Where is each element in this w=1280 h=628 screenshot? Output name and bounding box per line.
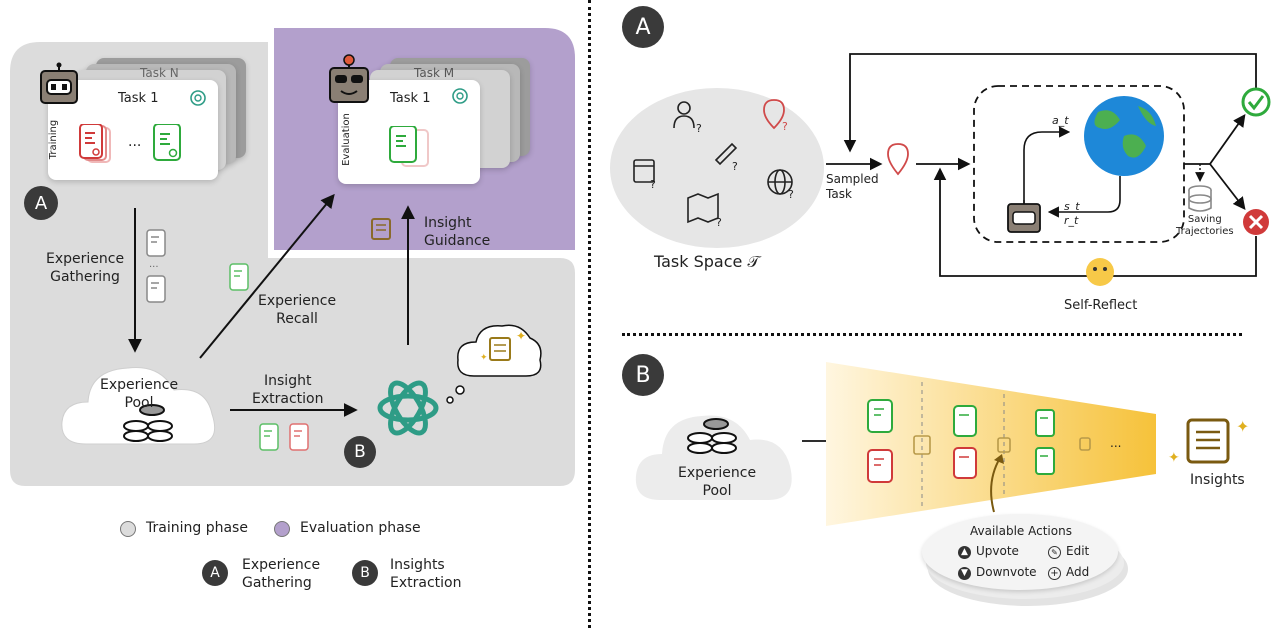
experience-gathering-label: Experience Gathering: [46, 251, 125, 285]
task-space-ellipse: [610, 88, 824, 248]
training-phase-label: Training phase: [146, 520, 248, 536]
experience-pool-right-label: Experience Pool: [678, 465, 757, 499]
failed-trajectory-icon: [79, 124, 111, 163]
svg-text:···: ···: [149, 262, 159, 273]
horizontal-divider: [622, 333, 1242, 336]
task-space-icons: ? ? ? ? ? ?: [633, 99, 794, 229]
robot-sunglasses-icon: [329, 54, 369, 103]
add-label: Add: [1066, 565, 1090, 579]
funnel-ellipsis: ...: [1110, 436, 1122, 450]
insights-label: Insights: [1190, 472, 1245, 488]
pencil-icon: ✎: [1048, 546, 1061, 559]
gathering-trajectories-icon: ···: [146, 229, 166, 303]
training-ellipsis: ···: [128, 138, 142, 154]
svg-text:?: ?: [788, 188, 794, 201]
available-actions-title: Available Actions: [970, 524, 1072, 538]
edit-label: Edit: [1066, 544, 1090, 558]
svg-text:✦: ✦: [480, 353, 488, 363]
downvote-label: Downvote: [976, 565, 1037, 579]
training-task-title: Task 1: [118, 91, 159, 106]
action-label: a_t: [1052, 114, 1069, 127]
legend-badge-a: A: [202, 560, 228, 586]
experience-recall-label: Experience Recall: [258, 293, 337, 327]
evaluation-side-label: Evaluation: [340, 113, 352, 166]
svg-text:?: ?: [782, 120, 788, 133]
training-phase-swatch: [120, 521, 136, 537]
openai-logo-icon: [190, 90, 206, 106]
legend-badge-b: B: [352, 560, 378, 586]
available-actions-panel: [922, 514, 1118, 590]
badge-a-left: A: [24, 186, 58, 220]
svg-text:✦: ✦: [516, 329, 526, 343]
badge-b-left: B: [344, 436, 376, 468]
badge-a-right: A: [622, 6, 664, 48]
insight-scroll-icon: [371, 218, 391, 240]
svg-text:✦: ✦: [1236, 417, 1249, 436]
evaluation-task-title: Task 1: [390, 91, 431, 106]
robot-agent-icon: [40, 62, 78, 104]
insight-guidance-label: Insight Guidance: [424, 215, 491, 249]
task-space-label: Task Space 𝒯: [654, 252, 760, 271]
legend-b-label: Insights Extraction: [390, 557, 462, 591]
extraction-trajectories-icon: [259, 423, 309, 451]
thumbs-up-icon: ▲: [958, 546, 971, 559]
training-side-label: Training: [48, 119, 60, 160]
evaluation-trajectory-icon: [389, 126, 429, 167]
evaluation-phase-swatch: [274, 521, 290, 537]
insight-extraction-label: Insight Extraction: [252, 373, 324, 407]
recall-trajectory-icon: [229, 263, 249, 291]
sampled-task-label: Sampled Task: [826, 172, 879, 201]
upvote-label: Upvote: [976, 544, 1019, 558]
evaluation-task-m-label: Task M: [414, 66, 455, 80]
plus-icon: +: [1048, 567, 1061, 580]
vertical-divider: [588, 0, 591, 628]
saving-trajectories-label: Saving Trajectories: [1176, 214, 1234, 237]
experience-pool-cloud-right: [635, 415, 792, 500]
badge-b-right: B: [622, 354, 664, 396]
svg-text:✦: ✦: [1168, 450, 1180, 466]
experience-pool-cloud: [61, 366, 216, 445]
self-reflect-label: Self-Reflect: [1064, 298, 1138, 313]
successful-trajectory-icon: [153, 124, 181, 161]
thought-bubble: ✦ ✦: [446, 324, 542, 404]
svg-text:?: ?: [716, 216, 722, 229]
agent-loop-diagram: [826, 53, 1271, 286]
svg-text:?: ?: [650, 178, 656, 191]
svg-text:?: ?: [696, 122, 702, 135]
experience-pool-label: Experience Pool: [100, 377, 179, 411]
svg-text:?: ?: [732, 160, 738, 173]
openai-logo-large-icon: [377, 380, 439, 436]
training-task-n-label: Task N: [140, 66, 179, 80]
evaluation-phase-label: Evaluation phase: [300, 520, 421, 536]
thumbs-down-icon: ▼: [958, 567, 971, 580]
insight-funnel: [826, 362, 1156, 526]
insights-scroll-icon: ✦ ✦: [1168, 417, 1249, 466]
legend-a-label: Experience Gathering: [242, 557, 321, 591]
reward-label: r_t: [1064, 214, 1079, 227]
openai-logo-small-icon: [452, 88, 468, 104]
state-label: s_t: [1064, 200, 1080, 213]
